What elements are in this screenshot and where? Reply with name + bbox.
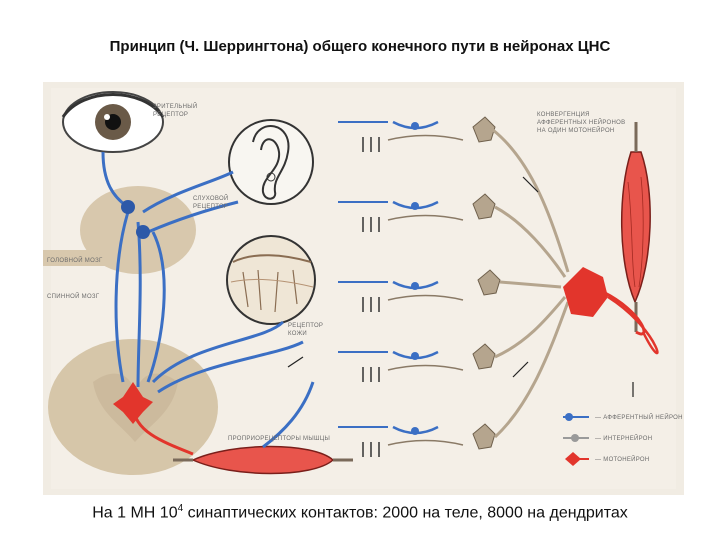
slide-caption: На 1 МН 104 синаптических контактов: 200… (0, 503, 720, 522)
skin-receptor-label-2: КОЖИ (288, 331, 307, 337)
interneurons (472, 116, 501, 450)
muscle-bottom (173, 445, 353, 475)
caption-suffix: синаптических контактов: 2000 на теле, 8… (183, 504, 628, 522)
caption-exponent: 4 (177, 503, 184, 514)
convergence-label-3: НА ОДИН МОТОНЕЙРОН (537, 126, 615, 134)
flow-arrows (287, 176, 634, 397)
visual-receptor-label-2: РЕЦЕПТОР (153, 112, 188, 118)
skin-receptor-label-1: РЕЦЕПТОР (288, 323, 323, 329)
afferent-pathways (101, 121, 388, 449)
legend: — АФФЕРЕНТНЫЙ НЕЙРОН — ИНТЕРНЕЙРОН — МОТ… (563, 413, 683, 466)
interneuron-axons (492, 128, 570, 439)
muscle-right (620, 122, 651, 332)
auditory-receptor-label-1: СЛУХОВОЙ (193, 194, 229, 202)
visual-receptor-label-1: ЗРИТЕЛЬНЫЙ (153, 102, 197, 110)
spinal-motor-neuron (113, 382, 194, 456)
spinal-cord-label: СПИННОЙ МОЗГ (47, 292, 100, 300)
convergence-label-2: АФФЕРЕНТНЫХ НЕЙРОНОВ (537, 118, 625, 126)
eye-receptor (61, 91, 165, 153)
legend-motoneuron: — МОТОНЕЙРОН (595, 455, 650, 463)
convergence-label-1: КОНВЕРГЕНЦИЯ (537, 112, 590, 118)
brain-label: ГОЛОВНОЙ МОЗГ (47, 256, 103, 264)
sherrington-diagram: ЗРИТЕЛЬНЫЙ РЕЦЕПТОР СЛУХОВОЙ РЕЦЕПТОР ГО… (43, 82, 684, 495)
ear-receptor (228, 119, 314, 205)
auditory-receptor-label-2: РЕЦЕПТОР (193, 204, 228, 210)
legend-afferent: — АФФЕРЕНТНЫЙ НЕЙРОН (595, 413, 683, 421)
synapse-column (362, 120, 464, 457)
final-motor-neuron (563, 267, 659, 355)
slide-title: Принцип (Ч. Шеррингтона) общего конечног… (109, 38, 611, 55)
skin-receptor (226, 235, 316, 325)
caption-prefix: На 1 МН 10 (92, 504, 178, 522)
legend-interneuron: — ИНТЕРНЕЙРОН (595, 434, 652, 442)
proprioceptor-label: ПРОПРИОРЕЦЕПТОРЫ МЫШЦЫ (228, 436, 330, 442)
